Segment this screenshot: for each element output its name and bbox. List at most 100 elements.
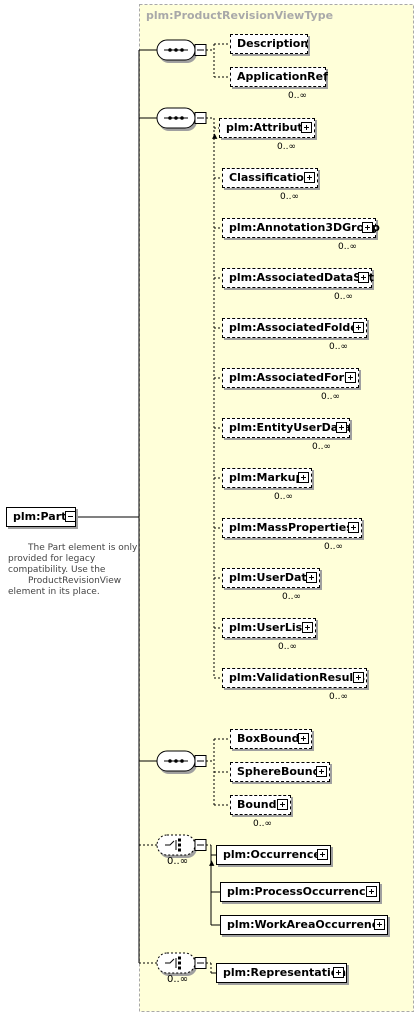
sequence-dot	[174, 116, 178, 120]
element-label: Description	[237, 37, 309, 50]
choice-dot	[178, 966, 181, 970]
element-plm-associatedfolder[interactable]: plm:AssociatedFolder	[222, 318, 367, 338]
annotation-line: element in its place.	[8, 587, 100, 597]
expand-icon[interactable]	[333, 967, 344, 978]
element-plm-markup[interactable]: plm:Markup	[222, 468, 312, 488]
expand-icon[interactable]	[306, 572, 317, 583]
reference-arrow-icon: ▲	[212, 132, 218, 140]
type-title: plm:ProductRevisionViewType	[146, 9, 334, 22]
element-classification[interactable]: Classification	[222, 168, 318, 188]
choice-dot	[178, 961, 181, 965]
sequence-dot	[174, 759, 178, 763]
sequence-dot	[180, 116, 184, 120]
element-cardinality: 0..∞	[278, 642, 297, 652]
expand-icon[interactable]	[304, 172, 315, 183]
element-plm-massproperties[interactable]: plm:MassProperties	[222, 518, 362, 538]
element-plm-occurrence[interactable]: plm:Occurrence	[216, 845, 331, 865]
annotation-note: The Part element is only provided for le…	[8, 543, 144, 598]
compositor-cardinality: 0..∞	[167, 974, 188, 985]
expand-icon[interactable]	[298, 472, 309, 483]
element-plm-associatedform[interactable]: plm:AssociatedForm	[222, 368, 359, 388]
element-label: plm:Markup	[229, 471, 304, 484]
expand-icon[interactable]	[362, 222, 373, 233]
element-plm-representation[interactable]: plm:Representation	[216, 963, 347, 983]
element-plm-annotation3dgroup[interactable]: plm:Annotation3DGroup	[222, 218, 380, 238]
element-plm-validationresults[interactable]: plm:ValidationResults	[222, 668, 367, 688]
element-bound[interactable]: Bound	[230, 795, 291, 815]
element-plm-processoccurrence[interactable]: plm:ProcessOccurrence	[220, 882, 380, 902]
element-spherebound[interactable]: SphereBound	[230, 762, 330, 782]
annotation-line: ProductRevisionView	[28, 576, 122, 586]
element-label: plm:AssociatedDataSet	[229, 271, 374, 284]
element-cardinality: 0..∞	[274, 492, 293, 502]
choice-icon	[165, 958, 175, 964]
element-label: plm:UserData	[229, 571, 315, 584]
element-boxbound[interactable]: BoxBound	[230, 729, 312, 749]
expand-icon[interactable]	[353, 672, 364, 683]
sequence-dot	[180, 759, 184, 763]
element-cardinality: 0..∞	[321, 392, 340, 402]
element-label: BoxBound	[237, 732, 300, 745]
element-label: Classification	[229, 171, 312, 184]
element-cardinality: 0..∞	[312, 442, 331, 452]
annotation-line: provided for legacy	[8, 554, 96, 564]
choice-dot	[178, 848, 181, 852]
element-cardinality: 0..∞	[253, 819, 272, 829]
reference-arrow-icon: ▲	[209, 859, 215, 867]
sequence-dot	[174, 48, 178, 52]
expand-icon[interactable]	[302, 622, 313, 633]
element-plm-attribute[interactable]: plm:Attribute	[219, 118, 315, 138]
element-plm-entityuserdata[interactable]: plm:EntityUserData	[222, 418, 351, 438]
element-label: plm:Part	[13, 510, 67, 523]
expand-icon[interactable]	[298, 733, 309, 744]
expand-icon[interactable]	[366, 886, 377, 897]
element-label: plm:EntityUserData	[229, 421, 351, 434]
collapse-icon[interactable]	[65, 511, 76, 522]
element-label: plm:WorkAreaOccurrence	[227, 918, 386, 931]
element-cardinality: 0..∞	[334, 292, 353, 302]
expand-icon[interactable]	[345, 372, 356, 383]
element-description[interactable]: Description	[230, 34, 308, 54]
element-label: Bound	[237, 798, 277, 811]
compositor-cardinality: 0..∞	[167, 856, 188, 867]
element-label: plm:AssociatedFolder	[229, 321, 364, 334]
expand-icon[interactable]	[353, 322, 364, 333]
choice-dot	[178, 843, 181, 847]
expand-icon[interactable]	[316, 766, 327, 777]
element-plm-userlist[interactable]: plm:UserList	[222, 618, 316, 638]
element-plm-workareaoccurrence[interactable]: plm:WorkAreaOccurrence	[220, 915, 388, 935]
expand-icon[interactable]	[348, 522, 359, 533]
element-cardinality: 0..∞	[282, 592, 301, 602]
expand-icon[interactable]	[358, 272, 369, 283]
element-applicationref[interactable]: ApplicationRef	[230, 67, 328, 87]
element-label: plm:AssociatedForm	[229, 371, 356, 384]
expand-icon[interactable]	[301, 122, 312, 133]
expand-icon[interactable]	[336, 422, 347, 433]
element-cardinality: 0..∞	[329, 692, 348, 702]
element-cardinality: 0..∞	[329, 342, 348, 352]
element-label: SphereBound	[237, 765, 321, 778]
element-label: plm:Occurrence	[223, 848, 321, 861]
element-label: plm:ValidationResults	[229, 671, 365, 684]
sequence-dot	[168, 116, 172, 120]
annotation-line: compatibility. Use the	[8, 565, 106, 575]
root-element-part[interactable]: plm:Part	[6, 507, 76, 527]
element-label: ApplicationRef	[237, 70, 328, 83]
sequence-dot	[168, 48, 172, 52]
choice-dot	[178, 838, 181, 842]
expand-icon[interactable]	[317, 849, 328, 860]
element-label: plm:UserList	[229, 621, 308, 634]
element-label: plm:ProcessOccurrence	[227, 885, 373, 898]
sequence-dot	[168, 759, 172, 763]
choice-dot	[178, 956, 181, 960]
expand-icon[interactable]	[374, 919, 385, 930]
element-plm-associateddataset[interactable]: plm:AssociatedDataSet	[222, 268, 374, 288]
choice-icon	[165, 840, 175, 846]
element-cardinality: 0..∞	[288, 91, 307, 101]
element-plm-userdata[interactable]: plm:UserData	[222, 568, 320, 588]
element-cardinality: 0..∞	[324, 542, 343, 552]
element-cardinality: 0..∞	[338, 242, 357, 252]
element-label: plm:Attribute	[226, 121, 311, 134]
expand-icon[interactable]	[277, 799, 288, 810]
element-label: plm:MassProperties	[229, 521, 353, 534]
